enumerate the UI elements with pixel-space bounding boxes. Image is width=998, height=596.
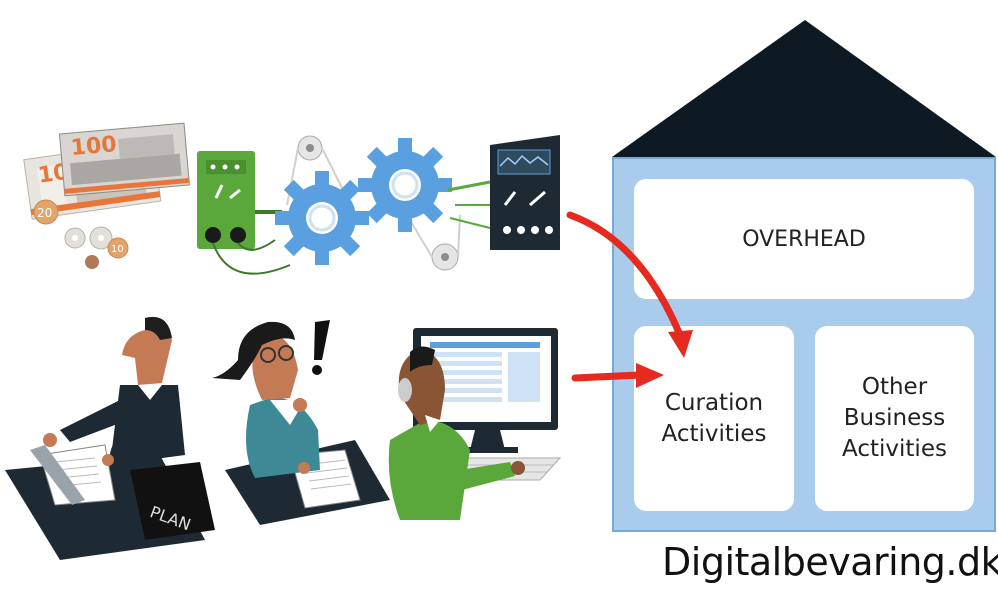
person-icon bbox=[212, 321, 390, 525]
arrow-icon bbox=[566, 211, 693, 358]
coin-value-10: 10 bbox=[111, 244, 124, 255]
exclamation-icon bbox=[312, 320, 330, 375]
other-business-activities-label: Other Business Activities bbox=[842, 374, 947, 462]
overhead-box: OVERHEAD bbox=[634, 179, 974, 299]
person-icon bbox=[388, 346, 525, 520]
overhead-label: OVERHEAD bbox=[742, 226, 866, 252]
banknote-value-100: 100 bbox=[70, 132, 118, 161]
other-business-activities-box: Other Business Activities bbox=[815, 326, 974, 511]
coin-icon: 20 10 bbox=[33, 199, 129, 269]
control-panel-icon bbox=[447, 135, 560, 250]
curation-activities-label: Curation Activities bbox=[661, 389, 767, 447]
roof-triangle bbox=[612, 20, 996, 157]
gear-icon bbox=[275, 135, 461, 271]
banknote-icon: 10 100 bbox=[23, 122, 190, 220]
curation-activities-box: Curation Activities bbox=[634, 326, 794, 511]
coin-value-20: 20 bbox=[37, 206, 52, 220]
arrow-icon bbox=[571, 363, 664, 388]
switch-panel-icon bbox=[197, 151, 291, 275]
watermark: Digitalbevaring.dk bbox=[662, 540, 998, 584]
person-icon: PLAN bbox=[5, 316, 215, 560]
